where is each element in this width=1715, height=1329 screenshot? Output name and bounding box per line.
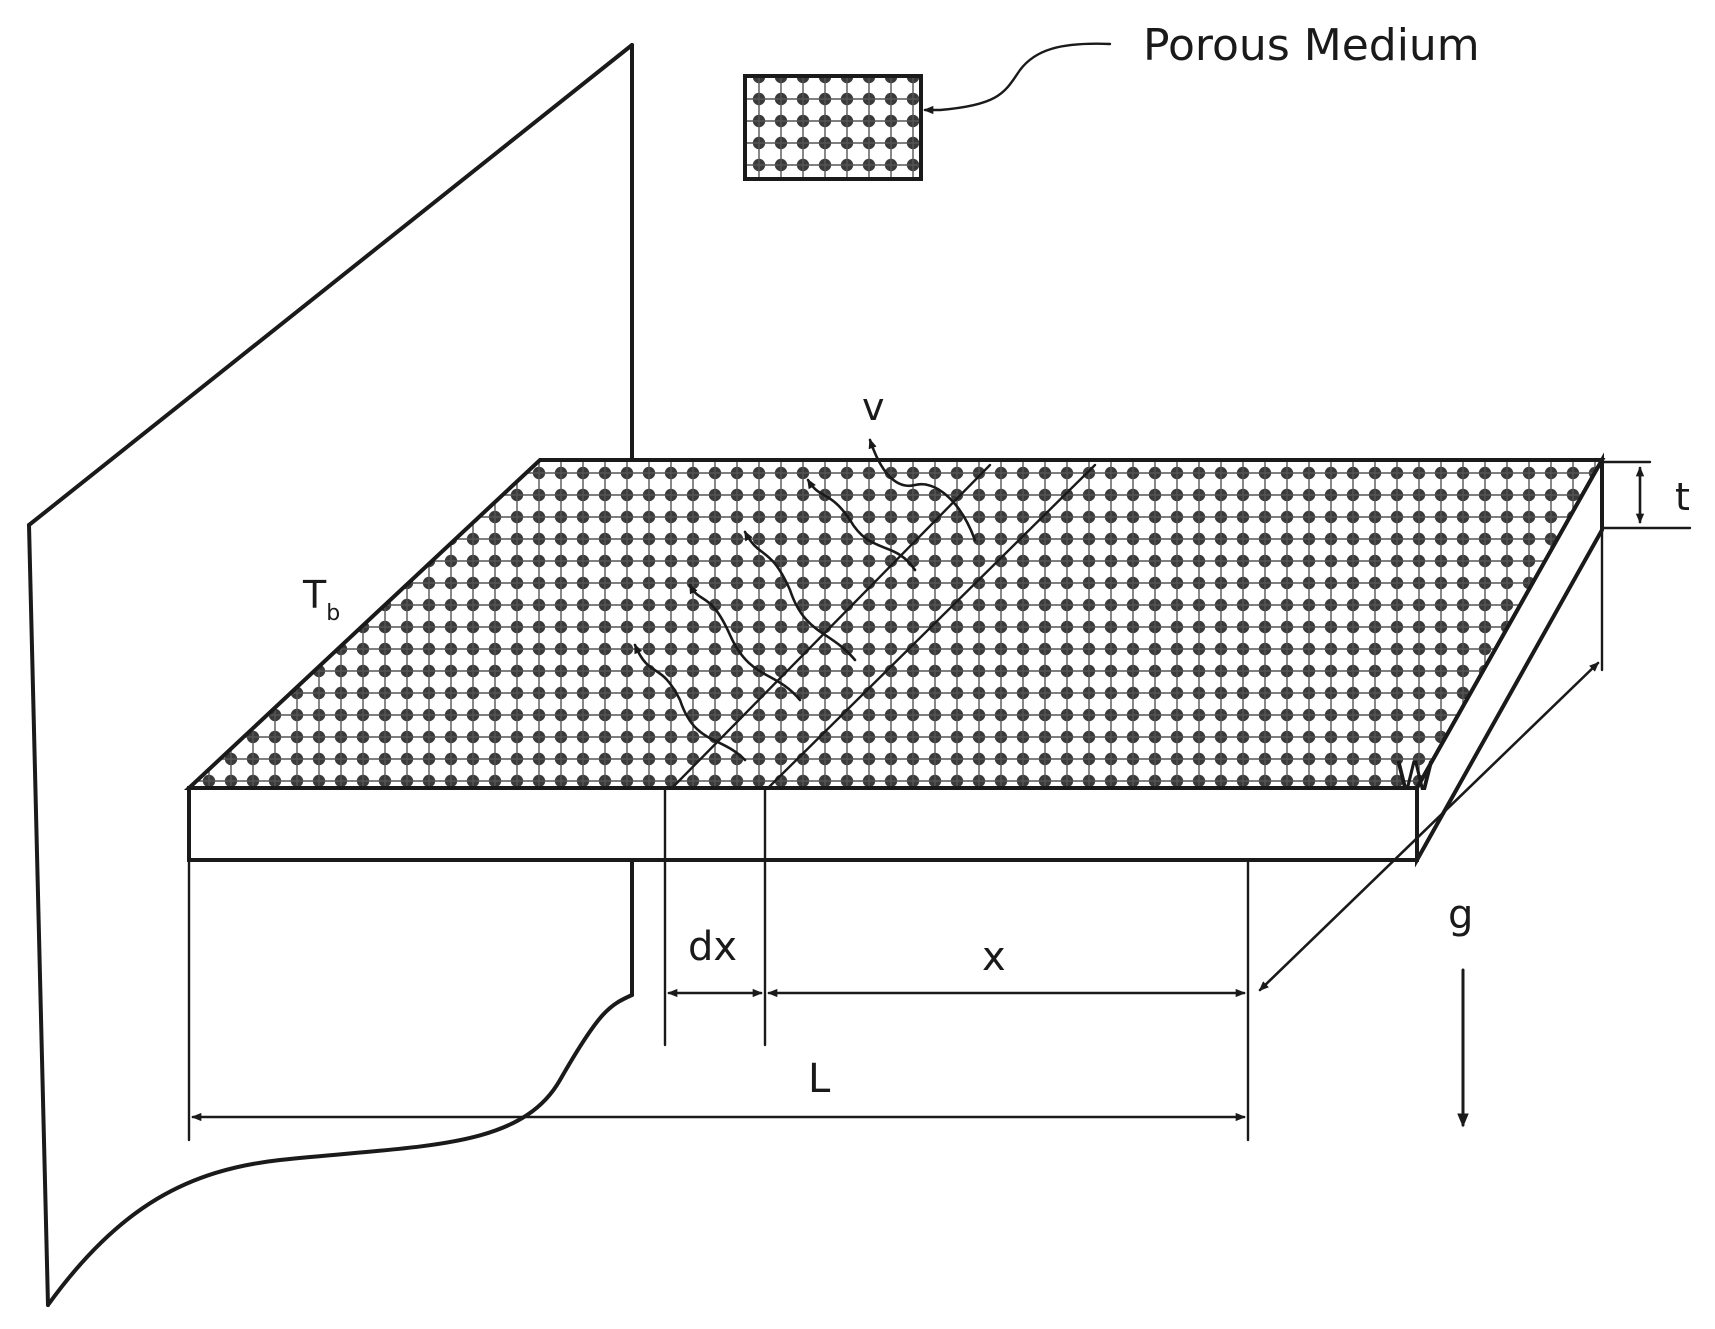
fin-top-surface xyxy=(183,458,1606,790)
element-line-left xyxy=(670,463,992,790)
porous-fin xyxy=(183,452,1606,868)
porous-medium-label: Porous Medium xyxy=(1143,20,1480,71)
extension-lines xyxy=(187,786,1250,1142)
dx-dimension: dx xyxy=(667,924,763,998)
length-dimension: L xyxy=(191,1056,1246,1122)
velocity-label: v xyxy=(862,385,885,429)
legend-pointer xyxy=(923,42,1112,115)
porous-medium-swatch xyxy=(743,74,923,181)
base-wall xyxy=(27,43,634,1307)
element-line-right xyxy=(766,463,1097,790)
width-dimension: W xyxy=(1258,528,1604,992)
x-dimension: x xyxy=(767,934,1246,998)
porous-medium-legend: Porous Medium xyxy=(743,20,1480,181)
flow-arrows xyxy=(633,438,977,762)
x-label: x xyxy=(982,934,1006,980)
dx-label: dx xyxy=(688,924,737,970)
length-label: L xyxy=(808,1056,831,1102)
gravity-label: g xyxy=(1448,892,1473,938)
width-label: W xyxy=(1395,754,1435,800)
thickness-dimension: t xyxy=(1600,460,1692,530)
fin-front-face xyxy=(187,786,1419,862)
gravity-indicator: g xyxy=(1448,892,1473,1128)
base-temperature-label: Tb xyxy=(302,573,340,626)
thickness-label: t xyxy=(1675,475,1690,519)
